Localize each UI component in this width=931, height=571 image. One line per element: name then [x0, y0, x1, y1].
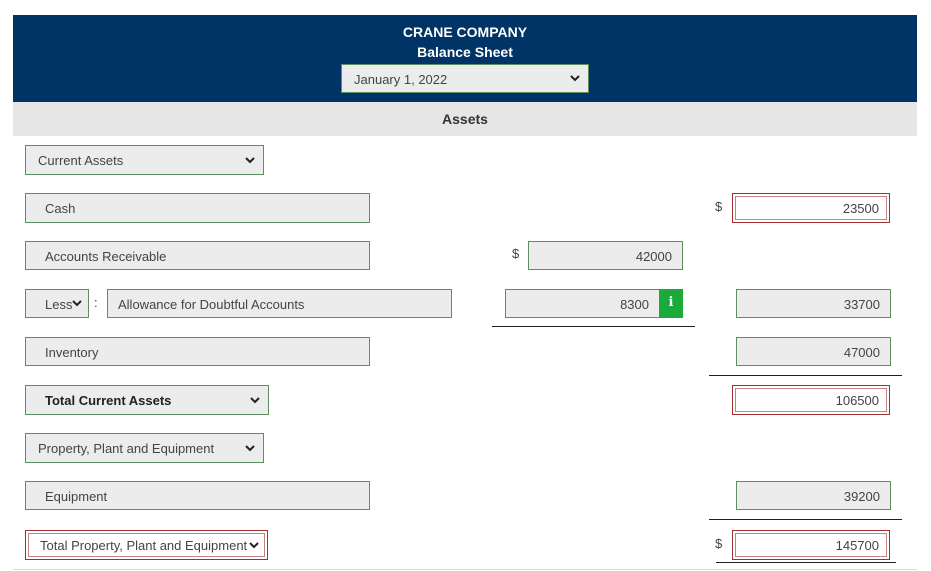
allowance-label-field[interactable]: Allowance for Doubtful Accounts: [107, 289, 452, 318]
net-ar-amount-value: 33700: [843, 297, 880, 312]
current-assets-select[interactable]: Current Assets: [25, 145, 264, 175]
net-ar-amount-input[interactable]: 33700: [736, 289, 891, 318]
total-ppe-dollar-sign: $: [715, 536, 723, 551]
ppe-heading-value: Property, Plant and Equipment: [38, 441, 215, 456]
ar-label-text: Accounts Receivable: [45, 249, 167, 264]
date-select-value: January 1, 2022: [354, 72, 448, 87]
statement-title: Balance Sheet: [417, 44, 513, 60]
chevron-down-icon: [245, 157, 255, 164]
cash-amount-value: 23500: [842, 201, 879, 216]
page-bottom-divider: [13, 569, 917, 570]
allowance-amount-input[interactable]: 8300: [505, 289, 660, 318]
inventory-label-field[interactable]: Inventory: [25, 337, 370, 366]
ar-amount-input[interactable]: 42000: [528, 241, 683, 270]
cash-label-field[interactable]: Cash: [25, 193, 370, 223]
chevron-down-icon: [245, 445, 255, 452]
ppe-underline: [709, 519, 902, 520]
total-current-assets-select[interactable]: Total Current Assets: [25, 385, 269, 415]
chevron-down-icon: [250, 397, 260, 404]
ar-dollar-sign: $: [512, 246, 520, 261]
total-ppe-amount-input[interactable]: 145700: [732, 530, 890, 560]
equipment-amount-value: 39200: [843, 489, 880, 504]
inventory-amount-value: 47000: [843, 345, 880, 360]
total-current-assets-input[interactable]: 106500: [732, 385, 890, 415]
ar-label-field[interactable]: Accounts Receivable: [25, 241, 370, 270]
cash-dollar-sign: $: [715, 199, 723, 214]
equipment-label-text: Equipment: [45, 489, 108, 504]
total-ppe-select[interactable]: Total Property, Plant and Equipment: [25, 530, 268, 560]
chevron-down-icon: [570, 75, 580, 82]
current-assets-underline: [709, 375, 902, 376]
current-assets-select-value: Current Assets: [38, 153, 124, 168]
ppe-heading-select[interactable]: Property, Plant and Equipment: [25, 433, 264, 463]
total-ppe-amount-value: 145700: [835, 538, 879, 553]
less-select-value: Less: [45, 297, 73, 312]
inventory-label-text: Inventory: [45, 345, 99, 360]
colon-separator: :: [94, 295, 98, 310]
cash-amount-input[interactable]: 23500: [732, 193, 890, 223]
equipment-amount-input[interactable]: 39200: [736, 481, 891, 510]
double-underline-top: [716, 562, 896, 563]
chevron-down-icon: [249, 542, 259, 549]
assets-section-bar: Assets: [13, 102, 917, 136]
total-current-assets-value: 106500: [835, 393, 879, 408]
inventory-amount-input[interactable]: 47000: [736, 337, 891, 366]
total-current-assets-label: Total Current Assets: [45, 393, 172, 408]
date-select[interactable]: January 1, 2022: [341, 64, 589, 93]
equipment-label-field[interactable]: Equipment: [25, 481, 370, 510]
company-name: CRANE COMPANY: [402, 24, 528, 40]
cash-label-text: Cash: [45, 201, 76, 216]
total-ppe-label: Total Property, Plant and Equipment: [40, 538, 248, 553]
allowance-label-text: Allowance for Doubtful Accounts: [118, 297, 305, 312]
ar-amount-value: 42000: [635, 249, 672, 264]
subtotal-underline: [492, 326, 695, 327]
balance-sheet-header: CRANE COMPANY Balance Sheet January 1, 2…: [13, 15, 917, 102]
info-icon[interactable]: i: [659, 289, 683, 318]
allowance-amount-value: 8300: [620, 297, 649, 312]
chevron-down-icon: [72, 300, 82, 307]
assets-section-title: Assets: [442, 111, 488, 127]
less-select[interactable]: Less: [25, 289, 89, 318]
